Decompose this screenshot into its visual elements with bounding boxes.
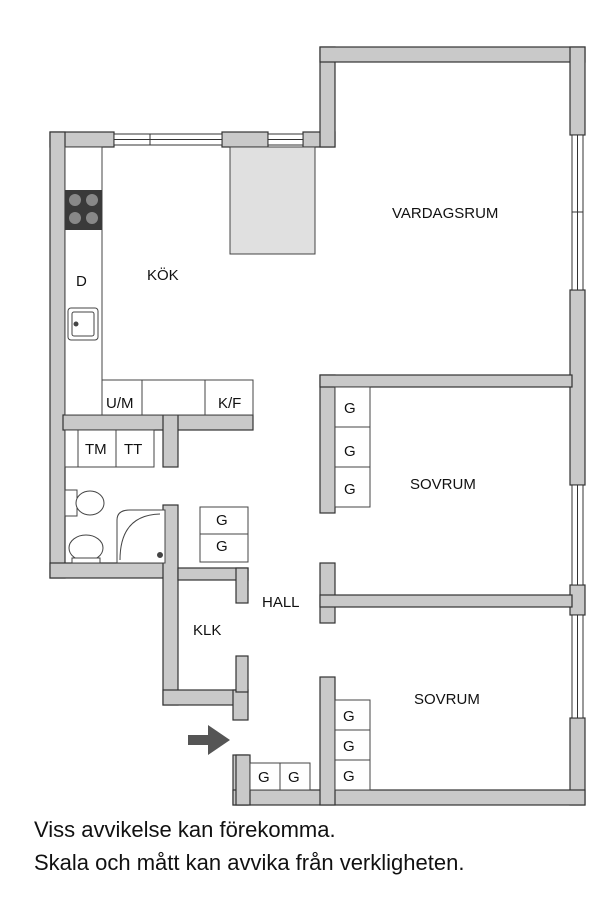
walls — [49, 46, 586, 806]
fridge-freezer-label: K/F — [218, 395, 241, 412]
disclaimer-line-1: Viss avvikelse kan förekomma. — [34, 817, 336, 842]
dining-table — [229, 146, 316, 255]
toilet-tank-icon — [64, 489, 78, 517]
sink-icon — [67, 307, 99, 341]
microwave-oven-label: U/M — [106, 395, 134, 412]
room-label-sovrum-1: SOVRUM — [410, 476, 476, 493]
room-label-klk: KLK — [193, 622, 221, 639]
room-label-sovrum-2: SOVRUM — [414, 691, 480, 708]
tumble-dryer-label: TT — [124, 441, 142, 458]
wardrobe-label: G — [344, 481, 356, 498]
wardrobe-label: G — [343, 768, 355, 785]
laundry-units — [64, 429, 155, 468]
entrance-arrow-icon — [188, 725, 230, 755]
stove-icon — [65, 190, 102, 230]
floor-plan: VARDAGSRUM KÖK SOVRUM SOVRUM HALL KLK D … — [49, 46, 586, 806]
room-label-vardagsrum: VARDAGSRUM — [392, 205, 498, 222]
shower-icon — [116, 509, 166, 564]
bathroom-fixtures — [64, 489, 166, 564]
wardrobe-label: G — [216, 538, 228, 555]
disclaimer-line-2: Skala och mått kan avvika från verklighe… — [34, 850, 465, 875]
wardrobe-label: G — [288, 769, 300, 786]
room-label-kok: KÖK — [147, 266, 179, 284]
windows — [113, 133, 584, 719]
wardrobe-label: G — [258, 769, 270, 786]
room-label-hall: HALL — [262, 594, 300, 611]
wardrobe-label: G — [216, 512, 228, 529]
dishwasher-label: D — [76, 273, 87, 290]
washbasin-icon — [68, 534, 104, 562]
wardrobe-label: G — [344, 443, 356, 460]
wardrobe-label: G — [343, 738, 355, 755]
wardrobes — [199, 386, 371, 791]
washing-machine-label: TM — [85, 441, 107, 458]
wardrobe-label: G — [344, 400, 356, 417]
toilet-icon — [75, 490, 105, 516]
wardrobe-label: G — [343, 708, 355, 725]
